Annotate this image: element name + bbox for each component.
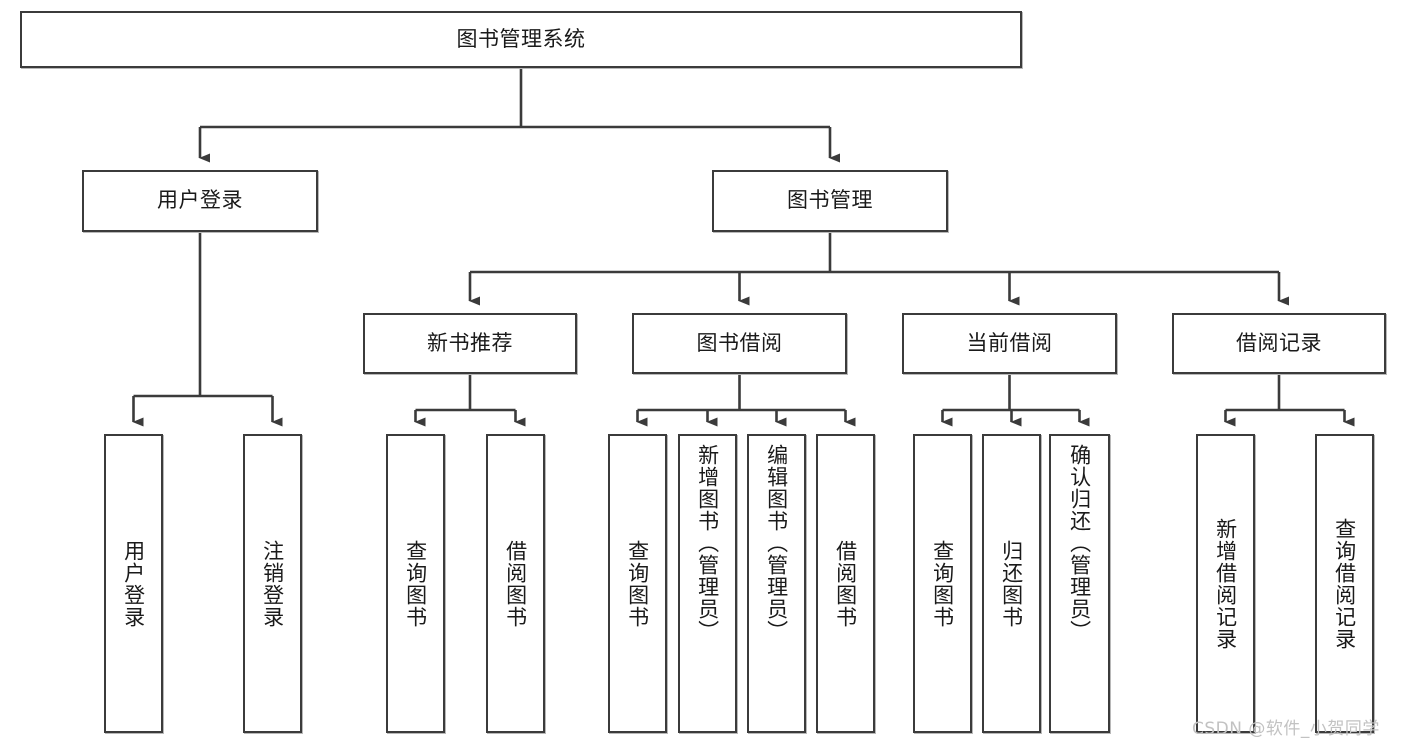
node-leaf-query-borrow-record[interactable]: 查询借阅记录	[1315, 434, 1374, 733]
node-leaf-confirm-return-admin[interactable]: 确认归还（管理员）	[1049, 434, 1110, 733]
node-label: 查询借阅记录	[1332, 517, 1357, 650]
node-leaf-query-book-rec[interactable]: 查询图书	[386, 434, 445, 733]
node-current-borrow[interactable]: 当前借阅	[902, 313, 1117, 374]
node-leaf-borrow-book-rec[interactable]: 借阅图书	[486, 434, 545, 733]
node-label: 图书管理	[787, 188, 873, 213]
node-label: 借阅记录	[1236, 330, 1322, 355]
node-label: 新书推荐	[427, 330, 513, 355]
node-leaf-return-book[interactable]: 归还图书	[982, 434, 1041, 733]
node-label: 当前借阅	[966, 330, 1053, 355]
node-root-system[interactable]: 图书管理系统	[20, 11, 1022, 68]
node-label: 借阅图书	[833, 539, 858, 628]
node-borrow-record[interactable]: 借阅记录	[1172, 313, 1386, 374]
node-label: 用户登录	[157, 188, 243, 213]
node-label: 图书借阅	[696, 330, 783, 355]
node-leaf-logout[interactable]: 注销登录	[243, 434, 302, 733]
node-leaf-query-book-borrow[interactable]: 查询图书	[608, 434, 667, 733]
node-label: 编辑图书（管理员）	[764, 444, 789, 642]
node-leaf-edit-book-admin[interactable]: 编辑图书（管理员）	[747, 434, 806, 733]
node-book-borrow[interactable]: 图书借阅	[632, 313, 847, 374]
node-label: 新增图书（管理员）	[695, 444, 720, 642]
node-user-login[interactable]: 用户登录	[82, 170, 318, 232]
node-label: 图书管理系统	[456, 26, 586, 51]
node-label: 用户登录	[121, 539, 146, 628]
node-label: 新增借阅记录	[1213, 517, 1238, 650]
node-leaf-add-book-admin[interactable]: 新增图书（管理员）	[678, 434, 737, 733]
node-label: 注销登录	[260, 539, 285, 628]
node-leaf-add-borrow-record[interactable]: 新增借阅记录	[1196, 434, 1255, 733]
node-leaf-borrow-book[interactable]: 借阅图书	[816, 434, 875, 733]
node-leaf-query-book-current[interactable]: 查询图书	[913, 434, 972, 733]
node-label: 归还图书	[999, 539, 1024, 628]
node-label: 查询图书	[625, 539, 650, 628]
node-label: 查询图书	[403, 539, 428, 628]
node-label: 确认归还（管理员）	[1067, 444, 1092, 642]
node-label: 借阅图书	[503, 539, 528, 628]
watermark-text: CSDN @软件_小贺同学	[1192, 719, 1380, 739]
node-book-manage[interactable]: 图书管理	[712, 170, 948, 232]
node-label: 查询图书	[930, 539, 955, 628]
node-leaf-user-login[interactable]: 用户登录	[104, 434, 163, 733]
node-new-book-recommend[interactable]: 新书推荐	[363, 313, 577, 374]
